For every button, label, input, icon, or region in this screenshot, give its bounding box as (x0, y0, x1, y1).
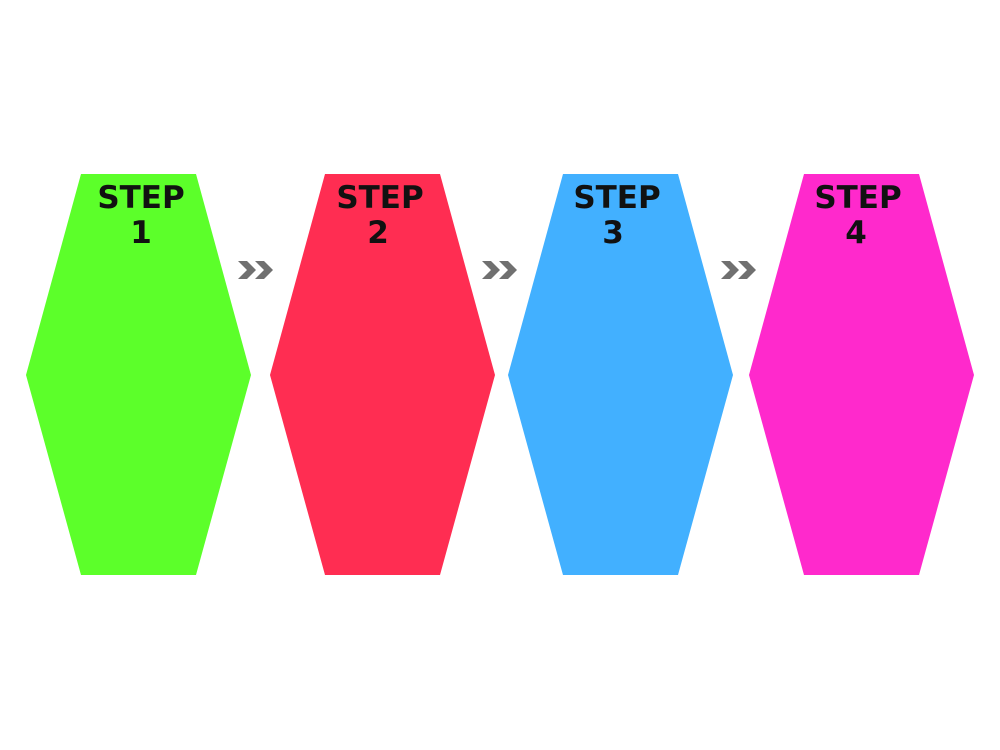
step-3-hexagon (508, 174, 733, 575)
step-4-number: 4 (845, 215, 867, 251)
step-2-label: STEP (336, 180, 423, 216)
step-2-hexagon (270, 174, 495, 575)
step-4-hexagon (749, 174, 974, 575)
step-2-number: 2 (367, 215, 389, 251)
double-chevron-right-icon (238, 261, 273, 279)
step-1-hexagon (26, 174, 251, 575)
step-4: STEP 4 (749, 174, 974, 575)
step-3-number: 3 (602, 215, 624, 251)
step-1: STEP 1 (26, 174, 251, 575)
step-1-number: 1 (130, 215, 152, 251)
step-3-label: STEP (573, 180, 660, 216)
step-4-label: STEP (814, 180, 901, 216)
double-chevron-right-icon (482, 261, 517, 279)
step-3: STEP 3 (508, 174, 733, 575)
double-chevron-right-icon (721, 261, 756, 279)
step-1-label: STEP (97, 180, 184, 216)
step-2: STEP 2 (270, 174, 495, 575)
